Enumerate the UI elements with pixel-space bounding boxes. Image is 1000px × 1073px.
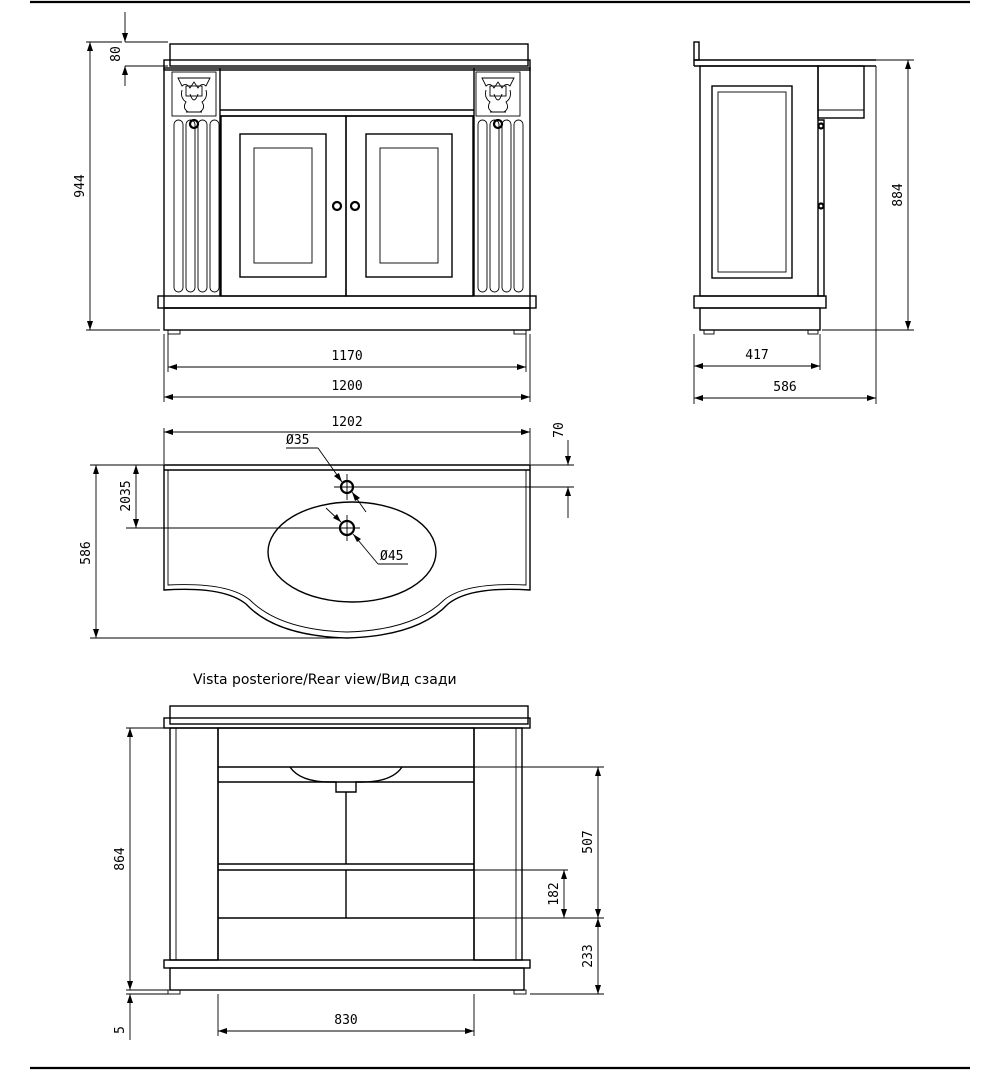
front-view [157,43,537,335]
dim-507: 507 [581,830,596,853]
dim-2035: 2035 [119,480,134,511]
dim-830: 830 [334,1013,357,1028]
dim-233: 233 [581,944,596,967]
rear-view-caption: Vista posteriore/Rear view/Вид сзади [193,672,457,688]
rear-plinth [169,967,525,991]
dim-944: 944 [73,174,88,198]
left-column-flutes [173,119,220,293]
dim-586-side: 586 [773,380,796,395]
right-door [345,115,474,297]
drawer-side [817,65,865,119]
top-view [163,464,531,639]
side-view [693,41,876,335]
side-plinth-top [693,295,827,309]
dim-dia45: Ø45 [380,549,403,564]
right-column-flutes [477,119,524,293]
plinth-top [157,295,537,309]
dim-1202: 1202 [331,415,362,430]
rear-view [163,705,531,995]
basin-underside [289,766,403,793]
dim-dia35: Ø35 [286,433,309,448]
countertop [169,43,529,67]
dim-1200: 1200 [331,379,362,394]
dim-586-top: 586 [79,541,94,564]
dim-80: 80 [109,46,124,62]
countertop-outline [163,464,531,639]
plinth [163,307,531,331]
door-knob-right [349,200,361,212]
basin [267,501,437,603]
dim-70: 70 [552,422,567,438]
top-dimensions: 1202 70 Ø35 2035 586 Ø45 [79,415,574,639]
side-dimensions: 884 417 586 [693,59,914,404]
left-capital [171,71,217,117]
dim-1170: 1170 [331,349,362,364]
dim-417: 417 [745,348,768,363]
backsplash [693,41,700,61]
side-plinth [699,307,821,331]
dim-5: 5 [113,1026,128,1034]
countertop-lip [163,59,531,71]
dim-182: 182 [547,882,562,905]
rear-dimensions: 864 5 507 182 233 830 [113,727,604,1040]
rear-left-post [169,727,219,961]
door-knob-left [331,200,343,212]
dim-864: 864 [113,847,128,871]
dim-884: 884 [891,183,906,207]
right-capital [475,71,521,117]
front-dimensions: 80 944 1170 1200 [73,12,531,402]
rear-right-post [473,727,523,961]
rear-countertop [169,705,529,725]
